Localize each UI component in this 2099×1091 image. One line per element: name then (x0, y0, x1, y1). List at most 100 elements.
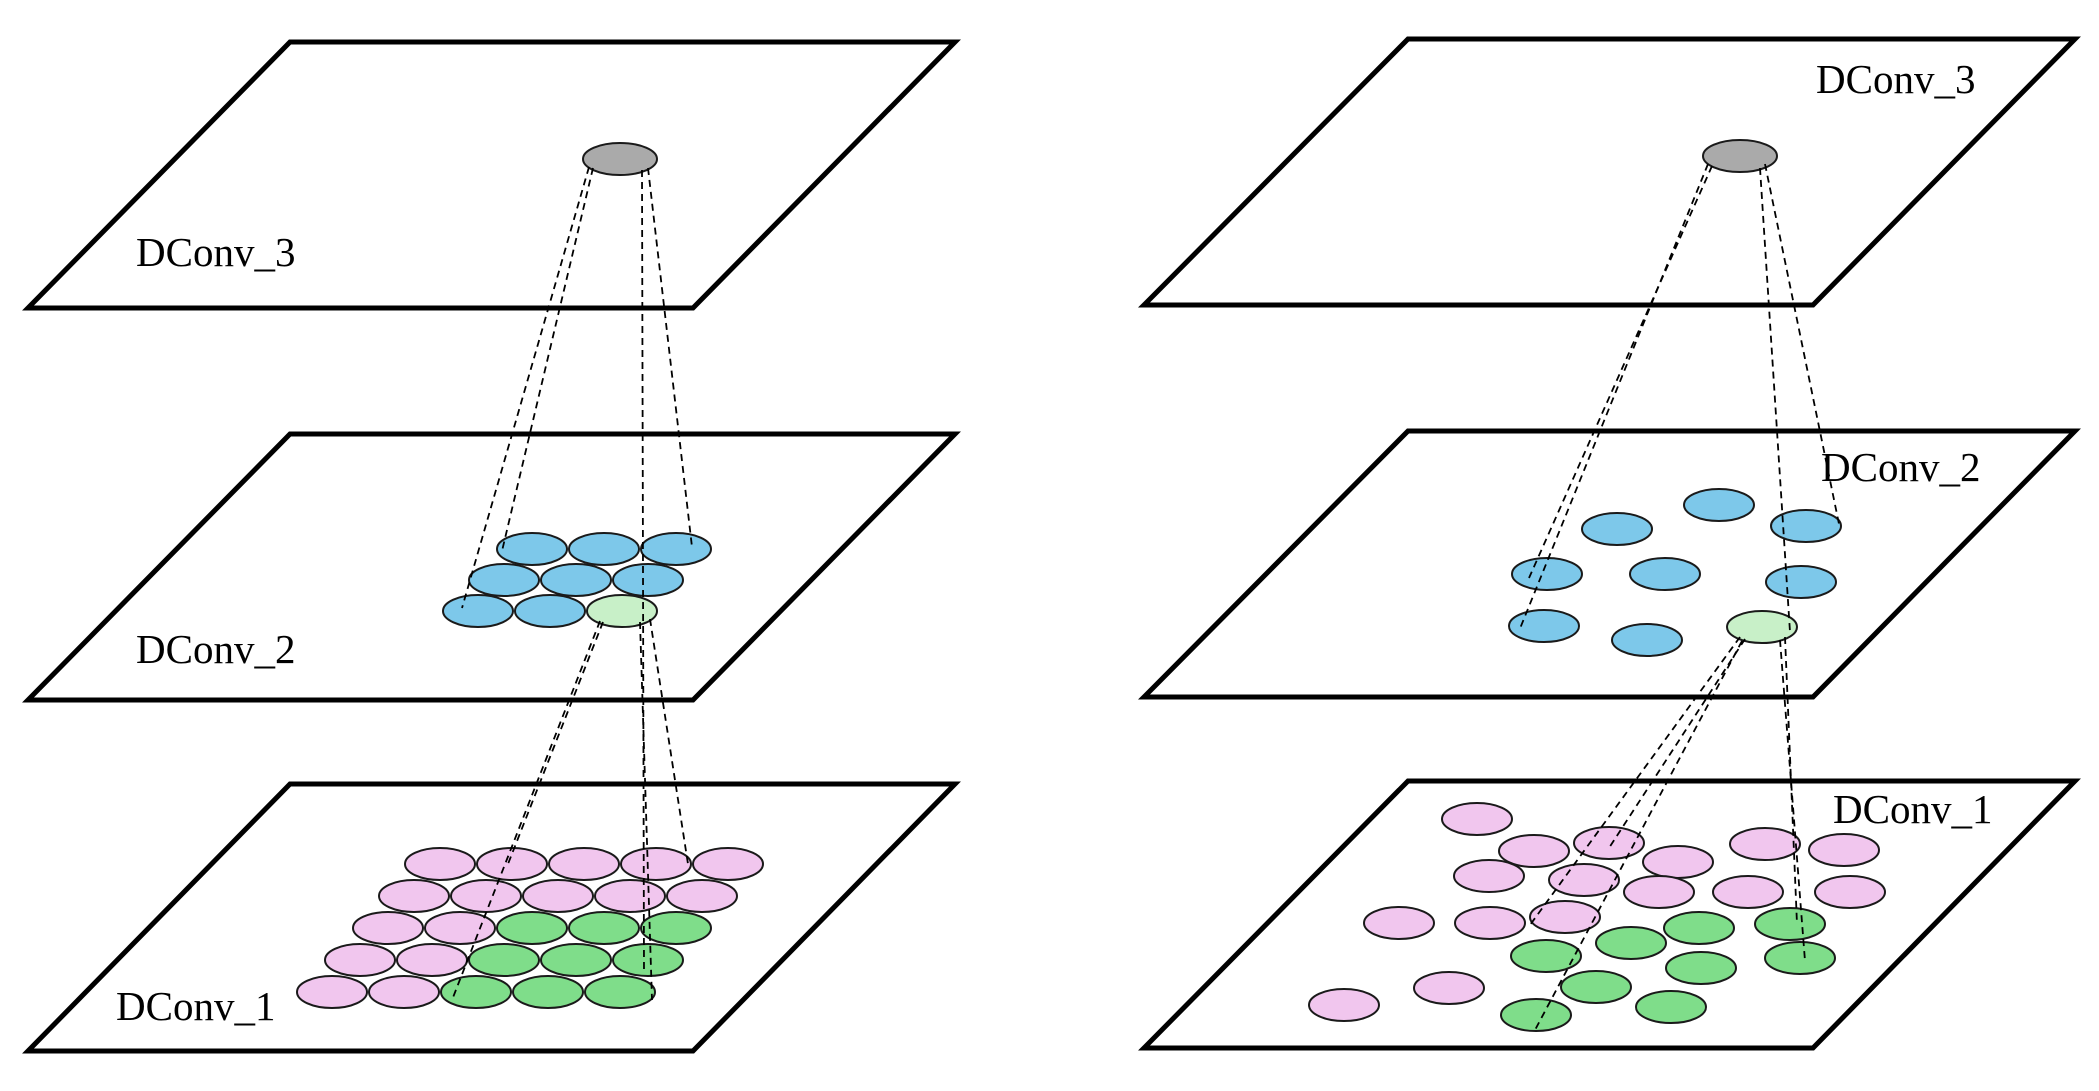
left-dconv1-cell (476, 847, 548, 881)
right-dconv1-cell (1308, 988, 1380, 1022)
left-panel: DConv_3 DConv_2 DConv_1 (22, 39, 961, 1054)
right-dconv1-label: DConv_1 (1833, 786, 1992, 832)
right-dconv2-cell (1581, 512, 1653, 546)
connection-line (1759, 167, 1791, 633)
left-dconv1-receptive-cell (496, 911, 568, 945)
left-dconv1-receptive-cell (612, 943, 684, 977)
connection-line (1764, 163, 1840, 525)
left-dconv1-cell (522, 879, 594, 913)
right-dconv2-cell (1511, 557, 1583, 591)
connection-line (641, 169, 645, 975)
left-dconv1-cell (594, 879, 666, 913)
right-dconv1-receptive-cell (1754, 907, 1826, 941)
right-dconv2-units (1508, 488, 1842, 657)
right-connections-3-to-2 (1518, 163, 1840, 633)
right-dconv2-cell (1629, 557, 1701, 591)
left-dconv2-cell (568, 532, 640, 566)
left-dconv2-units (442, 532, 712, 628)
left-dconv1-cell (296, 975, 368, 1009)
left-dconv1-cell (324, 943, 396, 977)
right-dconv1-cell (1808, 833, 1880, 867)
left-dconv2-cell (640, 532, 712, 566)
right-dconv2-cell (1508, 609, 1580, 643)
left-dconv1-receptive-cell (440, 975, 512, 1009)
left-dconv1-cell (404, 847, 476, 881)
right-dconv2-cell (1683, 488, 1755, 522)
left-dconv1-cell (620, 847, 692, 881)
left-dconv1-cell (450, 879, 522, 913)
right-dconv1-receptive-cell (1500, 998, 1572, 1032)
right-dconv1-cell (1363, 906, 1435, 940)
left-dconv1-label: DConv_1 (116, 983, 275, 1029)
connection-line (1608, 638, 1746, 849)
right-dconv2-cell (1765, 565, 1837, 599)
right-dconv2-plane (1137, 428, 2081, 700)
left-dconv3-plane (22, 39, 961, 311)
connection-line (507, 621, 604, 865)
right-dconv2-label: DConv_2 (1821, 444, 1980, 490)
right-dconv1-receptive-cell (1635, 990, 1707, 1024)
left-dconv2-cell (514, 594, 586, 628)
right-dconv1-cell (1441, 802, 1513, 836)
left-dconv1-receptive-cell (540, 943, 612, 977)
connection-line (647, 167, 693, 548)
right-panel: DConv_3 DConv_2 DConv_1 (1137, 36, 2081, 1051)
left-dconv1-receptive-cell (640, 911, 712, 945)
right-dconv1-cell (1573, 826, 1645, 860)
left-dconv2-label: DConv_2 (136, 626, 295, 672)
right-connections-2-to-1 (1529, 636, 1806, 1031)
right-dconv1-receptive-cell (1663, 911, 1735, 945)
connection-line (649, 618, 689, 865)
right-dconv1-cell (1642, 845, 1714, 879)
right-dconv3-plane (1137, 36, 2081, 308)
left-dconv1-cell (352, 911, 424, 945)
right-dconv3-output-unit (1702, 139, 1778, 173)
right-dconv2-selected-cell (1726, 610, 1798, 644)
connection-line (451, 620, 601, 1001)
right-dconv1-receptive-cell (1560, 970, 1632, 1004)
left-dconv1-cell (368, 975, 440, 1009)
left-dconv1-cell (692, 847, 764, 881)
right-dconv1-cell (1498, 834, 1570, 868)
left-dconv1-receptive-cell (568, 911, 640, 945)
left-dconv2-cell (612, 563, 684, 597)
left-connections-2-to-1 (451, 618, 689, 1001)
right-dconv1-cell (1729, 827, 1801, 861)
left-dconv2-cell (540, 563, 612, 597)
right-dconv1-cell (1453, 859, 1525, 893)
left-dconv1-cell (666, 879, 738, 913)
right-dconv2-cell (1611, 623, 1683, 657)
left-dconv2-cell (496, 532, 568, 566)
connection-line (461, 166, 590, 609)
right-dconv1-cell (1454, 906, 1526, 940)
left-dconv1-cell (378, 879, 450, 913)
left-dconv3-label: DConv_3 (136, 229, 295, 275)
connection-line (1528, 165, 1713, 579)
right-dconv1-cell (1413, 971, 1485, 1005)
left-dconv2-cell (468, 563, 540, 597)
right-dconv1-receptive-cell (1595, 926, 1667, 960)
connection-line (639, 621, 653, 1001)
left-dconv1-cell (396, 943, 468, 977)
right-dconv1-receptive-cell (1764, 941, 1836, 975)
right-dconv1-cell (1548, 863, 1620, 897)
left-dconv1-receptive-cell (512, 975, 584, 1009)
connection-line (1534, 640, 1743, 1031)
right-dconv1-units (1308, 802, 1886, 1032)
right-dconv1-receptive-cell (1665, 951, 1737, 985)
right-dconv1-cell (1623, 875, 1695, 909)
left-connections-3-to-2 (461, 166, 693, 975)
right-dconv2-cell (1770, 509, 1842, 543)
connection-line (501, 167, 594, 552)
left-dconv2-cell (442, 594, 514, 628)
right-dconv1-cell (1712, 875, 1784, 909)
left-dconv2-selected-cell (586, 594, 658, 628)
right-dconv3-label: DConv_3 (1816, 56, 1975, 102)
left-dconv1-receptive-cell (584, 975, 656, 1009)
left-dconv1-cell (548, 847, 620, 881)
right-dconv1-cell (1814, 875, 1886, 909)
left-dconv1-receptive-cell (468, 943, 540, 977)
right-dconv1-cell (1529, 900, 1601, 934)
left-dconv3-output-unit (582, 142, 658, 176)
